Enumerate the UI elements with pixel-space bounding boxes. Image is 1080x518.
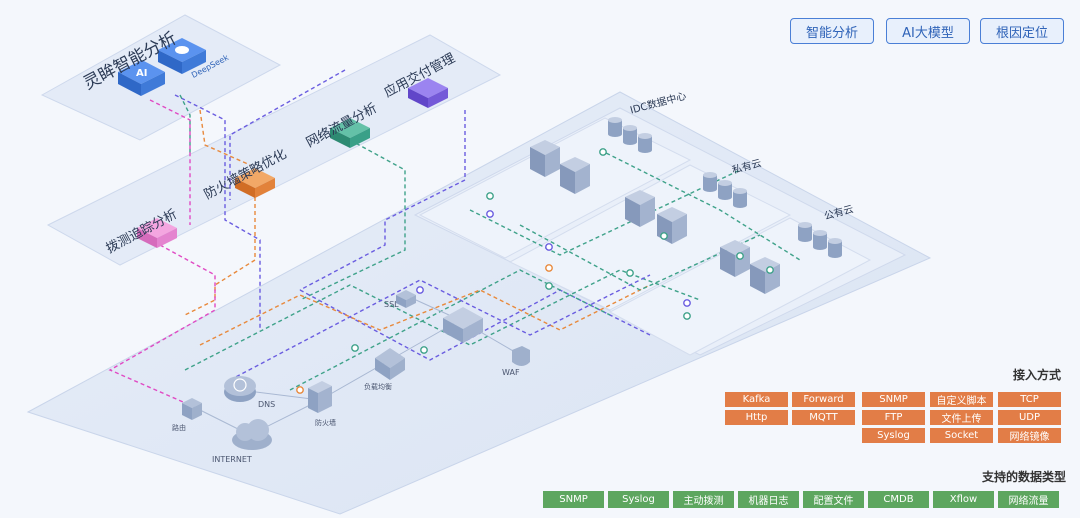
dns-label: DNS	[258, 400, 276, 409]
root-cause-button[interactable]: 根因定位	[980, 18, 1064, 44]
waf-label: WAF	[502, 368, 520, 377]
router-label: 路由	[172, 424, 186, 432]
app-delivery-module-icon	[408, 78, 448, 108]
connector-dot	[296, 386, 304, 394]
datatype-tag: 网络流量	[998, 491, 1059, 508]
firewall-device-label: 防火墙	[315, 419, 336, 427]
lb-label: 负载均衡	[364, 383, 392, 391]
datatype-tag: 主动拨测	[673, 491, 734, 508]
datatype-tag: Xflow	[933, 491, 994, 508]
link-pink-2	[108, 244, 216, 406]
database-icon	[813, 230, 827, 250]
server-icon	[560, 157, 590, 194]
access-methods-title: 接入方式	[1013, 368, 1062, 382]
connector-dot	[660, 232, 668, 240]
database-icon	[703, 172, 717, 192]
connector-dot	[599, 148, 607, 156]
connector-dot	[351, 344, 359, 352]
database-icon	[718, 180, 732, 200]
internet-label: INTERNET	[212, 455, 252, 464]
ssl-device-icon	[396, 290, 416, 308]
ai-badge-label: AI	[136, 68, 148, 79]
connector-dot	[736, 252, 744, 260]
access-tag: TCP	[998, 392, 1061, 407]
server-icon	[625, 190, 655, 227]
link-green-3	[469, 169, 741, 256]
loadbalancer-device-icon	[375, 348, 405, 380]
database-icon	[828, 238, 842, 258]
access-tag: FTP	[862, 410, 925, 425]
connector-dot	[626, 269, 634, 277]
database-icon	[608, 117, 622, 137]
waf-shield-icon	[512, 346, 530, 366]
datatype-tag: Syslog	[608, 491, 669, 508]
access-tag: MQTT	[792, 410, 855, 425]
ai-model-button[interactable]: AI大模型	[886, 18, 970, 44]
datatype-tag: SNMP	[543, 491, 604, 508]
dns-icon	[224, 376, 256, 402]
access-tag: Http	[725, 410, 788, 425]
access-tag: 网络镜像	[998, 428, 1061, 443]
connector-dot	[420, 346, 428, 354]
database-icon	[623, 125, 637, 145]
link-teal-2	[299, 139, 406, 301]
core-switch-icon	[443, 307, 483, 343]
connector-dot	[545, 243, 553, 251]
probe-module-icon	[137, 218, 177, 248]
firewall-device-icon	[308, 381, 332, 413]
connector-dot	[486, 192, 494, 200]
ai-logo-icon	[118, 60, 165, 96]
ops-platform	[46, 34, 502, 266]
access-tag: Forward	[792, 392, 855, 407]
connector-dot	[545, 282, 553, 290]
connector-dot	[486, 210, 494, 218]
link-purple-1	[174, 94, 261, 330]
connector-dot	[545, 264, 553, 272]
connector-dot	[766, 266, 774, 274]
access-tag: Socket	[930, 428, 993, 443]
datatype-tag: 机器日志	[738, 491, 799, 508]
access-tag: Syslog	[862, 428, 925, 443]
link-green-5	[599, 149, 801, 261]
connector-dot	[683, 312, 691, 320]
link-orange-3	[199, 284, 651, 346]
smart-analysis-button[interactable]: 智能分析	[790, 18, 874, 44]
datatype-tag: 配置文件	[803, 491, 864, 508]
server-icon	[530, 140, 560, 177]
database-icon	[733, 188, 747, 208]
link-purple-3	[229, 69, 346, 200]
link-purple-4	[299, 289, 651, 361]
database-icon	[798, 222, 812, 242]
router-device-icon	[182, 398, 202, 420]
access-tag: Kafka	[725, 392, 788, 407]
link-purple-5	[229, 274, 651, 381]
database-icon	[638, 133, 652, 153]
deepseek-logo-icon	[158, 38, 206, 74]
firewall-module-icon	[235, 168, 275, 198]
ssl-label: SSL	[384, 300, 399, 309]
connector-dot	[683, 299, 691, 307]
traffic-module-icon	[330, 118, 370, 148]
link-pink-1	[149, 99, 191, 225]
link-orange-2	[184, 190, 256, 316]
internet-cloud-icon	[232, 419, 272, 450]
connector-dot	[416, 286, 424, 294]
access-tag: 自定义脚本	[930, 392, 993, 407]
access-tag: SNMP	[862, 392, 925, 407]
link-orange-1	[199, 109, 251, 166]
datatype-tag: CMDB	[868, 491, 929, 508]
link-green-2	[289, 269, 611, 391]
data-types-title: 支持的数据类型	[982, 470, 1067, 484]
access-tag: UDP	[998, 410, 1061, 425]
access-tag: 文件上传	[930, 410, 993, 425]
